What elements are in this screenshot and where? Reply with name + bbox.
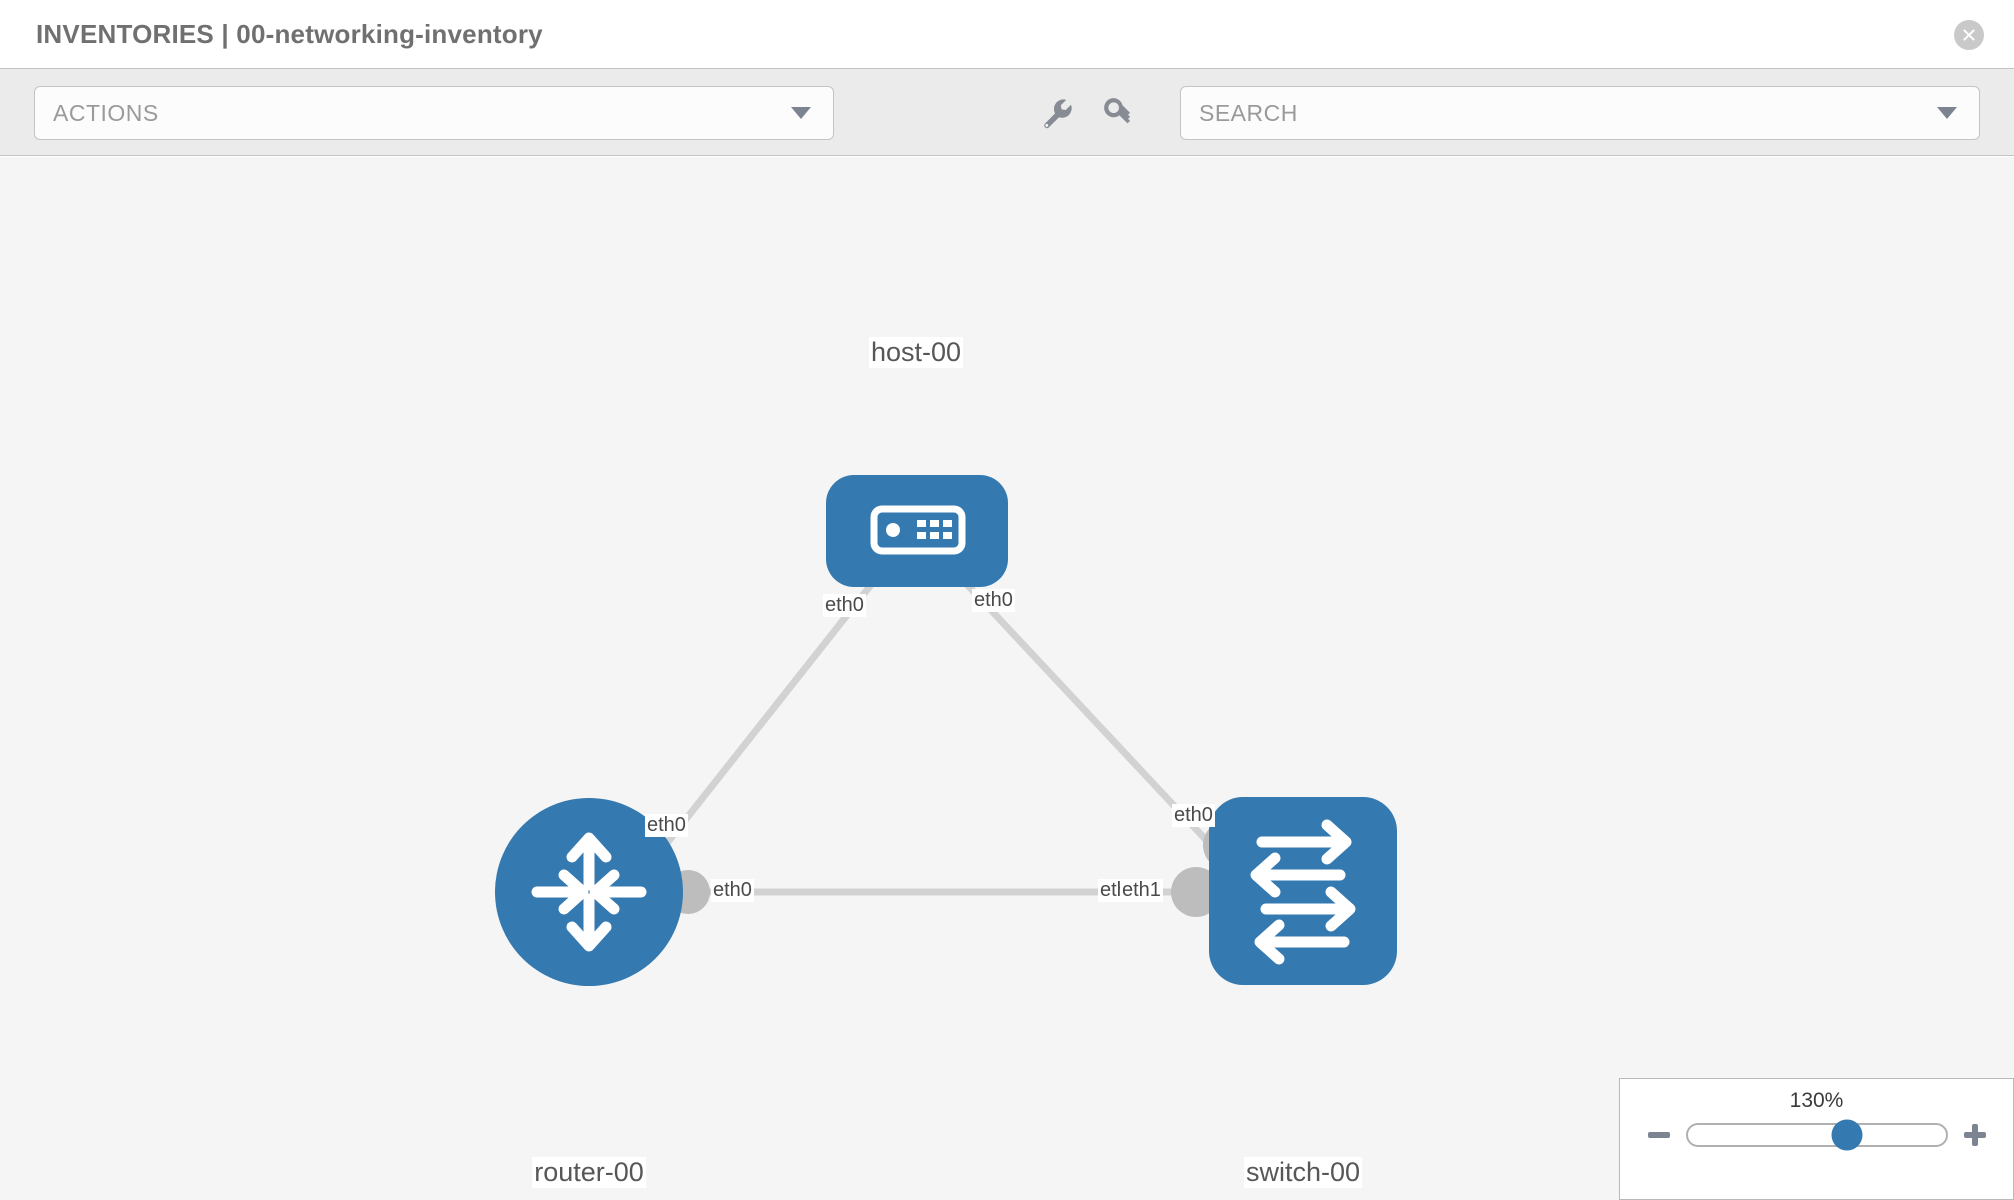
key-icon[interactable] <box>1102 96 1136 130</box>
zoom-level-value: 130% <box>1789 1089 1844 1112</box>
page-header: INVENTORIES | 00-networking-inventory <box>0 0 2014 68</box>
zoom-panel: 130% <box>1619 1078 2014 1200</box>
node-host-00[interactable] <box>826 475 1008 587</box>
zoom-in-button[interactable] <box>1963 1124 1986 1146</box>
router-arrows-icon <box>531 832 647 952</box>
switch-arrows-icon <box>1250 819 1356 965</box>
endpoint-switch-left <box>1171 867 1221 917</box>
node-label-switch-00: switch-00 <box>1243 1157 1363 1188</box>
close-icon <box>1960 26 1978 44</box>
toolbar-icon-group <box>1040 85 1136 141</box>
node-label-router-00: router-00 <box>532 1157 646 1188</box>
iface-label-router-eth0-right: eth0 <box>711 879 754 902</box>
iface-label-switch-eth0-up: eth0 <box>1172 804 1215 827</box>
node-router-00[interactable] <box>495 798 683 986</box>
zoom-out-button[interactable] <box>1647 1132 1670 1138</box>
page-title: INVENTORIES | 00-networking-inventory <box>36 18 543 49</box>
wrench-icon[interactable] <box>1040 96 1074 130</box>
chevron-down-icon <box>1937 107 1957 119</box>
link-group <box>653 559 1225 896</box>
search-input[interactable]: SEARCH <box>1180 86 1980 140</box>
iface-label-router-eth0-up: eth0 <box>645 814 688 837</box>
iface-label-switch-eth1-left: eth1 <box>1120 879 1163 902</box>
zoom-slider-track[interactable] <box>1685 1119 1948 1151</box>
zoom-controls <box>1620 1119 2013 1151</box>
close-button[interactable] <box>1954 20 1984 50</box>
actions-dropdown-label: ACTIONS <box>53 99 159 126</box>
search-placeholder: SEARCH <box>1199 99 1298 126</box>
chevron-down-icon <box>791 107 811 119</box>
topology-graph <box>495 475 1397 986</box>
toolbar: ACTIONS SEARCH <box>0 68 2014 156</box>
server-icon <box>870 505 966 555</box>
iface-label-host-eth0-right: eth0 <box>972 589 1015 612</box>
topology-canvas[interactable]: host-00 router-00 switch-00 eth0 eth0 et… <box>0 157 2014 1200</box>
zoom-slider-thumb[interactable] <box>1831 1119 1863 1151</box>
iface-label-host-eth0-left: eth0 <box>823 594 866 617</box>
node-label-host-00: host-00 <box>868 337 964 368</box>
actions-dropdown[interactable]: ACTIONS <box>34 86 834 140</box>
node-switch-00[interactable] <box>1209 797 1397 985</box>
